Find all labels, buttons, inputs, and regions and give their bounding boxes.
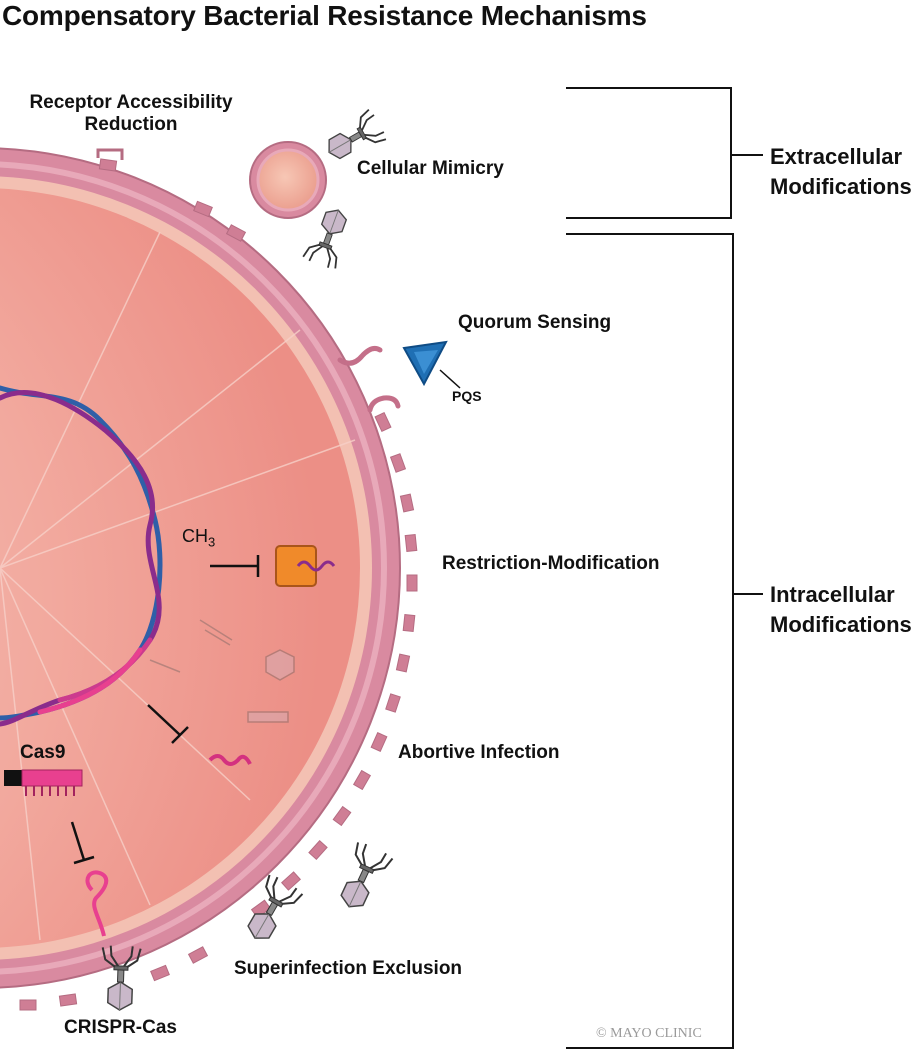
page-title: Compensatory Bacterial Resistance Mechan… bbox=[2, 0, 647, 31]
injected-dna-icon bbox=[85, 870, 109, 937]
bacterial-cell bbox=[0, 147, 418, 1011]
abortive-infection-label: Abortive Infection bbox=[398, 742, 560, 763]
cas9-label: Cas9 bbox=[20, 742, 66, 763]
restriction-enzyme-icon bbox=[275, 545, 336, 587]
cellular-mimicry-label: Cellular Mimicry bbox=[357, 158, 504, 179]
crispr-cas-label: CRISPR-Cas bbox=[64, 1017, 177, 1038]
receptor-accessibility-label: Receptor Accessibility Reduction bbox=[29, 92, 233, 135]
inhibition-symbols bbox=[70, 555, 260, 865]
degraded-phage-icon bbox=[149, 619, 295, 723]
membrane-vesicle bbox=[249, 141, 327, 219]
chromosome-dna bbox=[0, 385, 163, 727]
superinfection-exclusion-label: Superinfection Exclusion bbox=[234, 958, 463, 979]
pqs-label: PQS bbox=[452, 388, 482, 404]
cas9-icon bbox=[4, 769, 83, 796]
extracellular-bracket bbox=[566, 87, 732, 219]
copyright-notice: © MAYO CLINIC bbox=[596, 1026, 702, 1041]
intracellular-category: Intracellular Modifications bbox=[770, 582, 912, 637]
restriction-modification-label: Restriction-Modification bbox=[442, 553, 660, 574]
pqs-signal-icon bbox=[402, 340, 461, 389]
extracellular-category: Extracellular Modifications bbox=[770, 144, 912, 199]
rna-fragment-icon bbox=[208, 754, 252, 766]
intracellular-bracket bbox=[566, 233, 734, 1049]
quorum-sensing-label: Quorum Sensing bbox=[458, 312, 612, 333]
ch3-label: CH3 bbox=[182, 526, 216, 550]
